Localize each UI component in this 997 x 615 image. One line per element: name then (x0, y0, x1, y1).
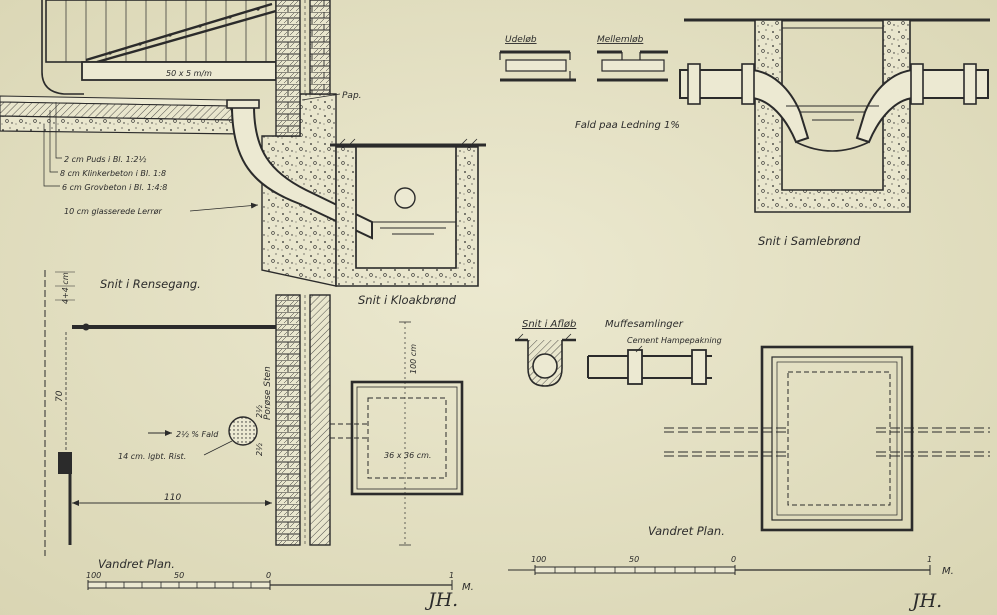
outlet-pipe-opening (394, 187, 416, 209)
pipe-socket-right-1 (963, 63, 977, 105)
grate-bar-end (82, 323, 90, 331)
grate-dimension-bottom: 2½ (255, 443, 264, 456)
earth-ticks (339, 138, 478, 145)
plan-pipe-right (876, 427, 990, 457)
outlet-detail (499, 50, 576, 82)
outlet-label: Udeløb (505, 35, 537, 45)
water-surface (786, 105, 879, 121)
grate-bar-dimension: 50 x 5 m/m (166, 69, 212, 78)
packing-leader (635, 345, 643, 353)
grate-end-block (58, 452, 72, 474)
invert-channel (795, 141, 870, 152)
pipe-socket-left-2 (741, 63, 755, 105)
plan-caption-right: Vandret Plan. (648, 524, 725, 538)
drain-section-caption: Snit i Afløb (522, 319, 576, 330)
water-level (372, 221, 456, 235)
scale-left-unit: M. (462, 582, 474, 593)
manhole-size: 36 x 36 cm. (384, 451, 431, 460)
wall-porous-stone (275, 294, 301, 546)
inlet-pipe-left (679, 69, 810, 144)
grate-label: 14 cm. lgbt. Rist. (118, 452, 186, 461)
floor-layers (0, 95, 246, 135)
layer-leaders (43, 102, 62, 187)
collector-section-caption: Snit i Samlebrønd (758, 234, 861, 248)
manhole-plan: 36 x 36 cm. (350, 380, 464, 496)
scale-left-1: 1 (449, 571, 454, 580)
manhole-chamber (355, 146, 457, 269)
gully-section-caption: Snit i Rensegang. (100, 277, 201, 291)
pipe-socket-left-1 (687, 63, 701, 105)
wall-outer-plan (309, 294, 331, 546)
manhole-section-caption: Snit i Kloakbrønd (358, 293, 457, 307)
scale-right-unit: M. (942, 566, 954, 577)
collector-well-section: Udeløb Mellemløb Fald paa Ledning 1% Sni… (499, 18, 990, 248)
signature-right: JH. (908, 590, 942, 612)
drain-grate (228, 416, 258, 446)
floor-drain-section: 50 x 5 m/m Pap. 2 cm Puds i Bl. 1:2½ 8 c… (0, 0, 486, 307)
fall-label: 2½ % Fald (176, 430, 219, 439)
scale-right-100: 100 (531, 555, 546, 564)
drain-cross-section (515, 333, 576, 387)
packing-label: Cement Hampepakning (627, 336, 722, 345)
scale-left-100: 100 (86, 571, 101, 580)
pipe-joints-label: Muffesamlinger (605, 319, 684, 330)
layer-label-plaster: 2 cm Puds i Bl. 1:2½ (64, 155, 146, 164)
top-dimension-ticks (55, 271, 75, 301)
manhole-section: Snit i Kloakbrønd (330, 138, 486, 307)
plan-caption-left: Vandret Plan. (98, 557, 175, 571)
brick-wall-outer (309, 0, 331, 95)
top-dimension: 4+4 cm (61, 272, 70, 304)
pipe-collar (226, 99, 260, 109)
scale-right-0: 0 (731, 555, 736, 564)
pipe-socket-right-2 (910, 63, 924, 105)
height-dimension: 70 (55, 390, 65, 402)
middle-outlet-detail (597, 50, 668, 82)
depth-dimension: 100 cm (409, 344, 418, 374)
layer-label-clinker: 8 cm Klinkerbeton i Bl. 1:8 (60, 169, 166, 178)
pipe-details: Snit i Afløb Muffesamlinger Cement Hampe… (515, 319, 722, 387)
layer-label-coarse: 6 cm Grovbeton i Bl. 1:4:8 (62, 183, 167, 192)
plan-pipe-left (664, 427, 790, 457)
scale-bar-left: 100 50 0 1 M. (86, 571, 474, 593)
scale-left-0: 0 (266, 571, 271, 580)
porous-stone-label: Porøse Sten (263, 366, 273, 420)
middle-outlet-label: Mellemløb (597, 35, 644, 45)
inlet-pipe-right (855, 69, 989, 144)
gully-plan: Snit i Rensegang. 4+4 cm 70 110 2½ % Fal… (44, 270, 474, 611)
signature-left: JH. (424, 589, 458, 611)
grate-leader (203, 440, 233, 456)
layer-label-clay-pipe: 10 cm glasserede Lerrør (64, 207, 163, 216)
scale-right-1: 1 (927, 555, 932, 564)
brick-wall-inner (275, 0, 301, 137)
grate-dimension-top: 2½ (255, 405, 264, 418)
drain-pipe-plan (330, 423, 368, 439)
grating-left-edge (41, 0, 84, 95)
tar-paper-leader (301, 93, 341, 101)
clay-pipe-leader (189, 202, 259, 212)
scale-right-50: 50 (629, 555, 639, 564)
clay-pipe (230, 105, 373, 240)
socket-pipe (587, 345, 712, 385)
scale-left-50: 50 (174, 571, 184, 580)
scale-bar-right: 100 50 0 1 M. (508, 555, 954, 577)
collector-well-plan: Vandret Plan. 100 50 0 1 M. JH. (508, 345, 990, 612)
tar-paper-label: Pap. (342, 91, 362, 101)
depth-dimension-ticks (399, 321, 411, 546)
width-dimension: 110 (164, 493, 181, 503)
pipe-fall-label: Fald paa Ledning 1% (575, 120, 680, 131)
